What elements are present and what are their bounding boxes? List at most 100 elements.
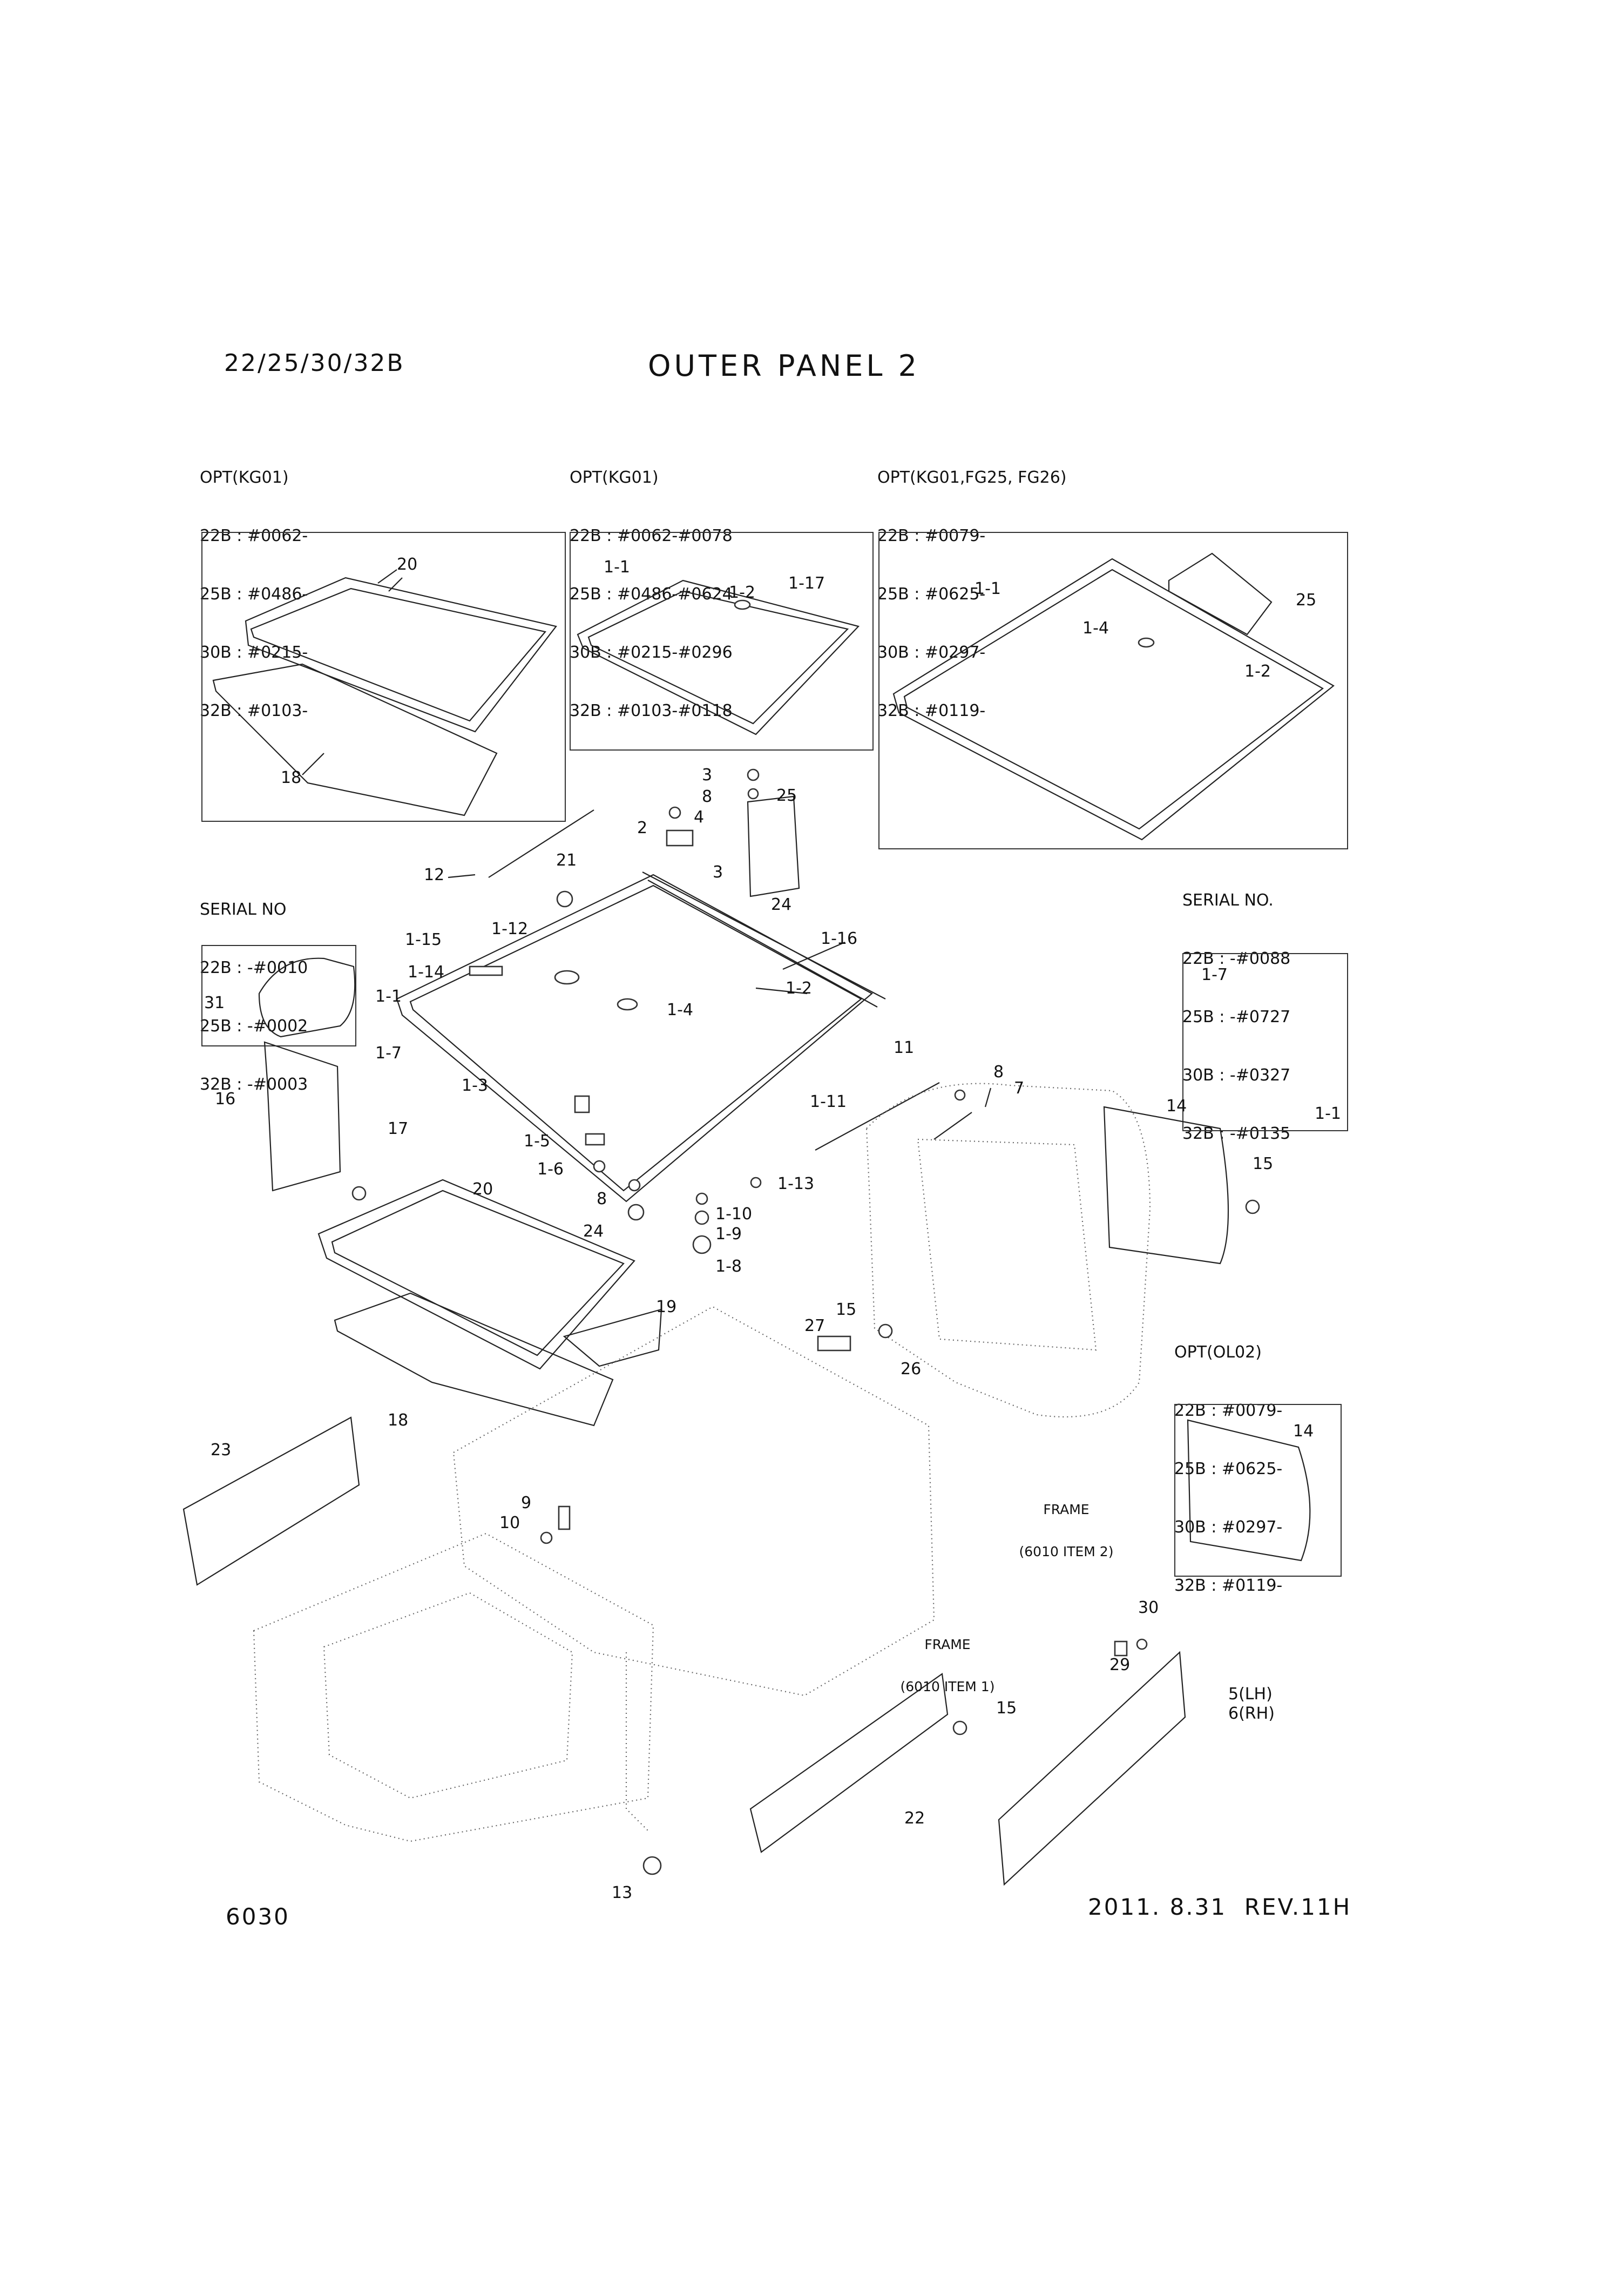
callout: 24 (583, 1222, 604, 1241)
callout: 1-17 (788, 574, 825, 593)
option-line: OPT(KG01) (570, 468, 659, 487)
callout: 2 (637, 819, 648, 837)
part-1-8 (692, 1235, 712, 1254)
cover-31 (258, 957, 356, 1038)
callout: 5(LH) (1228, 1685, 1273, 1704)
callout: 20 (397, 555, 418, 574)
option-box-kg01-fg (878, 532, 1348, 849)
callout: 1-2 (729, 583, 755, 602)
option-line: 25B : #0486-#0624 (570, 585, 733, 604)
part-15-lower (952, 1720, 967, 1735)
callout: 8 (993, 1063, 1004, 1082)
part-2 (666, 829, 694, 847)
frame-label-item-2: FRAME (6010 ITEM 2) (999, 1474, 1134, 1573)
option-line: 30B : #0297- (877, 643, 986, 662)
frame-6010-item-2 (865, 1083, 1151, 1418)
callout: 3 (702, 766, 713, 785)
callout: 15 (836, 1300, 857, 1319)
part-21 (556, 890, 573, 908)
serial-line: 22B : -#0088 (1182, 949, 1291, 968)
part-8-strut (954, 1089, 966, 1101)
callout: 6(RH) (1228, 1704, 1275, 1723)
option-box-kg01-b (570, 532, 874, 751)
option-line: OPT(OL02) (1174, 1343, 1262, 1362)
side-panel-23 (182, 1416, 360, 1586)
floor-plate-option-fg (892, 552, 1335, 841)
option-line: 22B : #0079- (877, 526, 986, 545)
frame-label-line: (6010 ITEM 1) (900, 1679, 995, 1695)
option-line: 25B : #0625- (1174, 1460, 1283, 1478)
model-code: 22/25/30/32B (224, 349, 405, 377)
part-10 (540, 1531, 553, 1544)
callout: 1-12 (491, 920, 529, 938)
callout: 1-16 (821, 929, 858, 948)
floor-mat-assembly-main (317, 1179, 662, 1427)
part-15-cover (1245, 1199, 1260, 1214)
floor-plate-option-b (577, 579, 860, 735)
part-1-6 (593, 1160, 606, 1173)
callout: 7 (1014, 1079, 1025, 1098)
part-1-13 (750, 1177, 762, 1188)
callout: 1-1 (1315, 1104, 1341, 1123)
serial-block-right: SERIAL NO. 22B : -#0088 25B : -#0727 30B… (1182, 852, 1290, 1163)
callout: 1-11 (810, 1092, 847, 1111)
callout: 1-1 (375, 987, 402, 1006)
part-29 (1114, 1640, 1128, 1657)
callout: 27 (804, 1316, 825, 1335)
frame-label-item-1: FRAME (6010 ITEM 1) (880, 1609, 1015, 1708)
page-number: 6030 (226, 1903, 290, 1930)
callout: 1-2 (786, 979, 812, 998)
callout: 10 (499, 1514, 520, 1532)
option-line: 22B : #0062- (200, 526, 308, 545)
callout: 1-13 (777, 1174, 815, 1193)
gas-strut-12 (488, 809, 594, 878)
callout: 8 (597, 1190, 607, 1208)
callout: 1-8 (715, 1257, 742, 1276)
callout: 11 (894, 1038, 915, 1057)
option-box-ol02 (1174, 1404, 1342, 1577)
callout: 21 (556, 851, 577, 870)
callout: 1-1 (975, 579, 1001, 598)
floor-plate-main (396, 872, 886, 1203)
part-30 (1136, 1638, 1148, 1650)
callout: 20 (472, 1180, 493, 1199)
side-cover-5-6 (998, 1651, 1186, 1886)
serial-line: 25B : -#0002 (200, 1017, 308, 1036)
option-line: OPT(KG01,FG25, FG26) (877, 468, 1067, 487)
panel-16 (263, 1041, 341, 1192)
serial-line: SERIAL NO. (1182, 891, 1274, 910)
side-cover-14-option (1187, 1419, 1311, 1562)
callout: 16 (215, 1090, 236, 1109)
panel-22 (749, 1673, 949, 1853)
callout: 25 (1296, 591, 1317, 610)
callout: 13 (612, 1883, 633, 1902)
callout: 19 (656, 1298, 677, 1316)
serial-block-left: SERIAL NO 22B : -#0010 25B : -#0002 32B … (200, 861, 308, 1114)
part-3 (747, 768, 760, 781)
callout: 1-7 (375, 1044, 402, 1063)
callout: 15 (1253, 1154, 1274, 1173)
callout: 8 (702, 787, 713, 806)
option-line: 30B : #0215-#0296 (570, 643, 733, 662)
callout: 18 (281, 768, 302, 787)
callout: 14 (1166, 1097, 1187, 1116)
part-26 (817, 1335, 851, 1352)
callout: 3 (713, 863, 723, 882)
serial-line: SERIAL NO (200, 900, 287, 919)
part-13 (642, 1856, 662, 1875)
callout: 22 (904, 1809, 925, 1828)
part-9 (558, 1505, 571, 1530)
callout: 4 (694, 808, 705, 827)
callout: 1-9 (715, 1225, 742, 1244)
callout: 26 (901, 1360, 922, 1379)
callout: 23 (211, 1441, 232, 1460)
part-4 (668, 806, 681, 819)
callout: 31 (204, 994, 225, 1012)
part-24-lower (627, 1204, 645, 1221)
part-1-9 (694, 1210, 709, 1225)
option-line: 22B : #0062-#0078 (570, 526, 733, 545)
revision-date: 2011. 8.31 REV.11H (1088, 1894, 1352, 1920)
callout: 9 (521, 1494, 532, 1512)
option-line: 25B : #0625- (877, 585, 986, 604)
